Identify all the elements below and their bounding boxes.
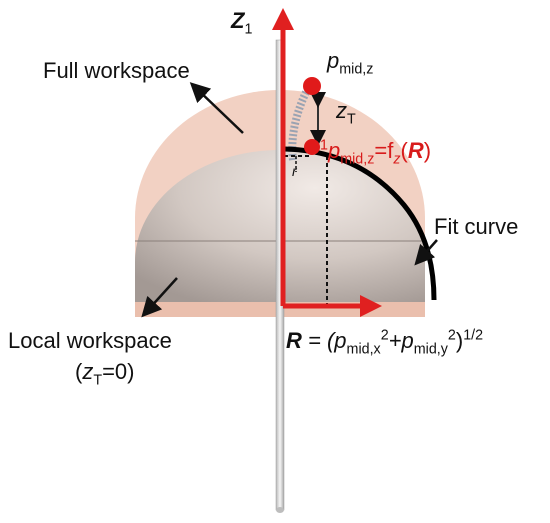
p-mid-z-label: pmid,z	[327, 48, 374, 78]
local-workspace-arrow	[141, 277, 178, 318]
local-workspace-zt-label: (zT=0)	[75, 359, 135, 389]
continuum-arm	[288, 86, 312, 161]
axis-z-label: Z1	[231, 8, 253, 38]
fit-equation-label: 1pmid,z=fz(R)	[320, 137, 432, 168]
fit-curve	[283, 146, 437, 301]
fit-curve-arrow	[414, 239, 438, 266]
axis-z-arrowhead	[272, 8, 294, 30]
full-workspace-arrow	[189, 82, 244, 134]
p-mid-z-point	[303, 77, 321, 95]
pole-tip	[276, 507, 284, 513]
r-equation-label: R = (pmid,x2+pmid,y2)1/2	[286, 327, 484, 358]
r-small-label: r	[292, 163, 297, 179]
fit-point	[304, 139, 320, 155]
fit-curve-label: Fit curve	[434, 214, 519, 239]
z-t-label: zT	[336, 98, 356, 128]
axis-r-arrowhead	[360, 295, 382, 317]
local-workspace-label: Local workspace	[8, 328, 172, 353]
full-workspace-label: Full workspace	[43, 58, 190, 83]
